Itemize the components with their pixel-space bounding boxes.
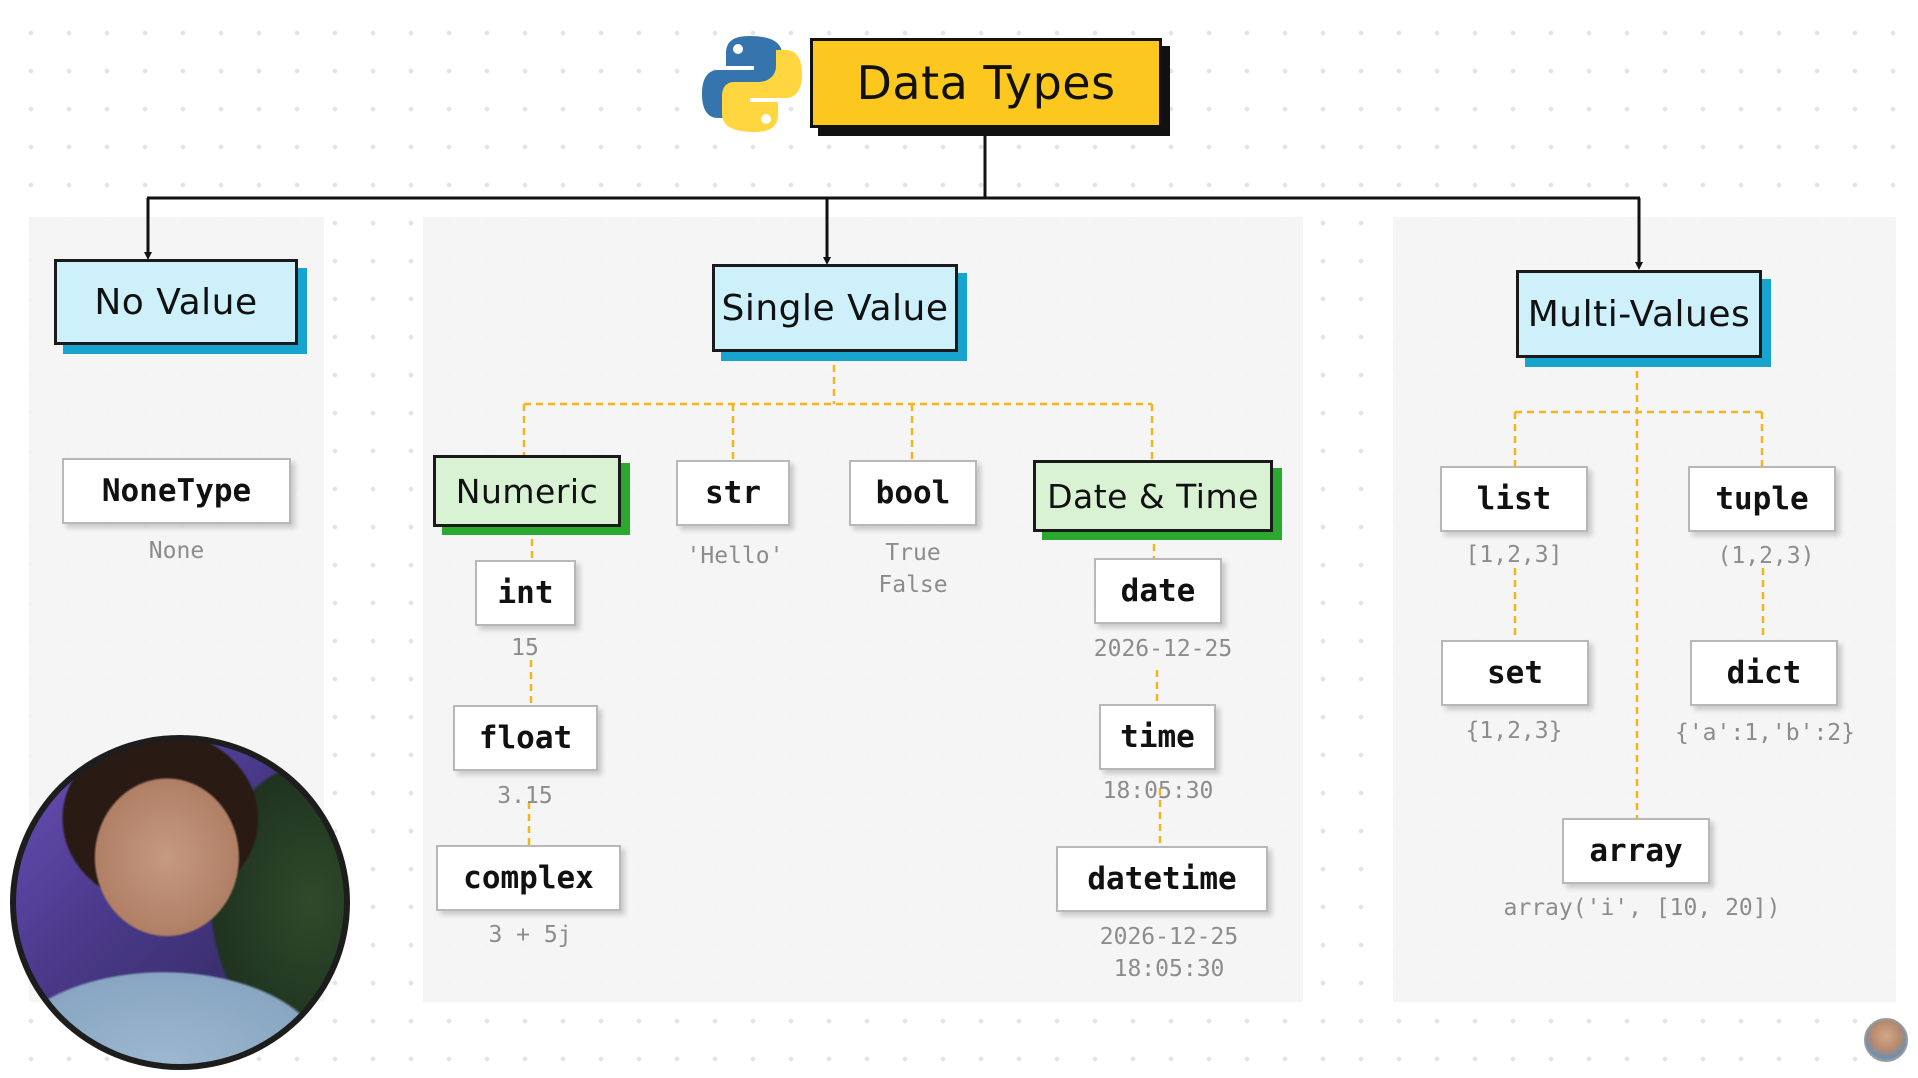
subcategory-numeric: Numeric xyxy=(433,455,621,527)
type-bool: bool xyxy=(849,460,977,526)
subcategory-date-time: Date & Time xyxy=(1033,460,1273,532)
type-float: float xyxy=(453,705,598,771)
type-time: time xyxy=(1099,704,1216,770)
example-dict: {'a':1,'b':2} xyxy=(1674,720,1855,746)
example-int: 15 xyxy=(511,635,539,661)
category-no-value: No Value xyxy=(54,259,298,345)
type-set: set xyxy=(1441,640,1589,706)
example-list: [1,2,3] xyxy=(1465,542,1563,568)
category-single-value: Single Value xyxy=(712,264,958,352)
type-dict: dict xyxy=(1690,640,1838,706)
example-datetime: 2026-12-25 18:05:30 xyxy=(1099,924,1239,982)
example-tuple: (1,2,3) xyxy=(1717,543,1815,569)
example-complex: 3 + 5j xyxy=(488,922,572,948)
category-multi-values: Multi-Values xyxy=(1516,270,1762,358)
type-array: array xyxy=(1562,818,1710,884)
example-bool: True False xyxy=(878,540,948,598)
type-str: str xyxy=(676,460,790,526)
example-date: 2026-12-25 xyxy=(1093,636,1233,662)
type-tuple: tuple xyxy=(1688,466,1836,532)
presenter-webcam xyxy=(10,735,350,1070)
example-set: {1,2,3} xyxy=(1465,718,1563,744)
page-title: Data Types xyxy=(810,38,1162,128)
example-nonetype: None xyxy=(148,538,205,564)
example-time: 18:05:30 xyxy=(1102,778,1214,804)
type-nonetype: NoneType xyxy=(62,458,291,524)
example-array: array('i', [10, 20]) xyxy=(1503,895,1781,921)
type-complex: complex xyxy=(436,845,621,911)
type-date: date xyxy=(1094,558,1222,624)
python-logo-icon xyxy=(702,36,802,132)
channel-avatar xyxy=(1864,1018,1908,1062)
type-datetime: datetime xyxy=(1056,846,1268,912)
example-str: 'Hello' xyxy=(686,543,784,569)
type-int: int xyxy=(475,560,576,626)
type-list: list xyxy=(1440,466,1588,532)
example-float: 3.15 xyxy=(497,783,553,809)
